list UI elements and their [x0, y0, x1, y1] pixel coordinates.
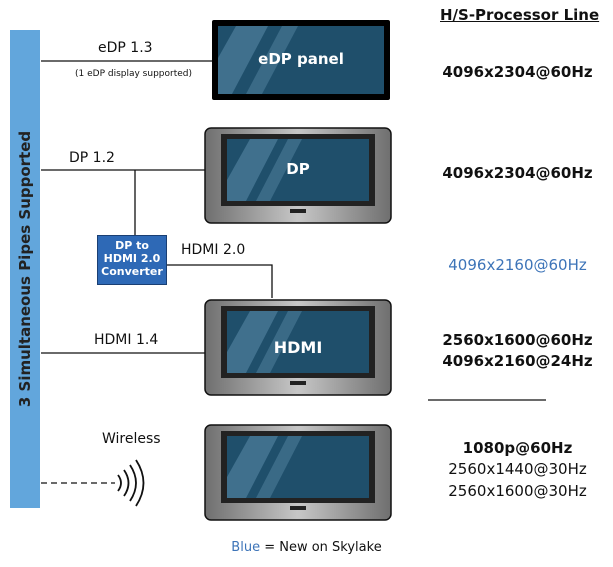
- hdmi14-resolution-2: 4096x2160@24Hz: [442, 352, 593, 370]
- wireless-resolution-1: 1080p@60Hz: [462, 439, 573, 457]
- wireless-resolution-3: 2560x1600@30Hz: [448, 482, 587, 500]
- dp-to-hdmi-converter: DP to HDMI 2.0 Converter: [97, 235, 167, 285]
- hdmi14-connection-label: HDMI 1.4: [94, 332, 159, 348]
- converter-line-2: HDMI 2.0: [103, 252, 161, 265]
- converter-line-3: Converter: [101, 265, 163, 278]
- pipes-sidebar: 3 Simultaneous Pipes Supported: [10, 30, 40, 508]
- edp-resolution: 4096x2304@60Hz: [442, 63, 593, 81]
- legend: Blue = New on Skylake: [0, 540, 613, 555]
- edp-panel-label-box: eDP panel: [212, 50, 390, 72]
- wireless-connection-label: Wireless: [102, 431, 161, 447]
- dp-connection-label: DP 1.2: [69, 150, 115, 166]
- wireless-resolution-2: 2560x1440@30Hz: [448, 460, 587, 478]
- edp-connection-note: (1 eDP display supported): [75, 69, 192, 79]
- hdmi14-resolution-1: 2560x1600@60Hz: [442, 331, 593, 349]
- hdmi-display-label: HDMI: [273, 338, 323, 357]
- dp-monitor-display: [204, 127, 392, 224]
- dp-resolution: 4096x2304@60Hz: [442, 164, 593, 182]
- wireless-waves-icon: [117, 459, 145, 507]
- converter-line-1: DP to: [115, 239, 149, 252]
- edp-connection-label: eDP 1.3: [98, 40, 153, 56]
- dp-display-label: DP: [286, 160, 310, 178]
- legend-blue-word: Blue: [231, 540, 261, 555]
- edp-panel-display: [212, 20, 390, 100]
- legend-text: = New on Skylake: [260, 540, 382, 555]
- hdmi-label-box: HDMI: [227, 338, 369, 360]
- hdmi20-resolution: 4096x2160@60Hz: [448, 256, 587, 274]
- wireless-monitor-display: [204, 424, 392, 521]
- hdmi20-connection-label: HDMI 2.0: [181, 242, 246, 258]
- dp-label-box: DP: [227, 160, 369, 182]
- processor-line-header: H/S-Processor Line: [440, 6, 600, 24]
- edp-panel-label: eDP panel: [258, 50, 344, 68]
- hdmi20-connection-line: [167, 264, 273, 298]
- hdmi-monitor-display: [204, 299, 392, 396]
